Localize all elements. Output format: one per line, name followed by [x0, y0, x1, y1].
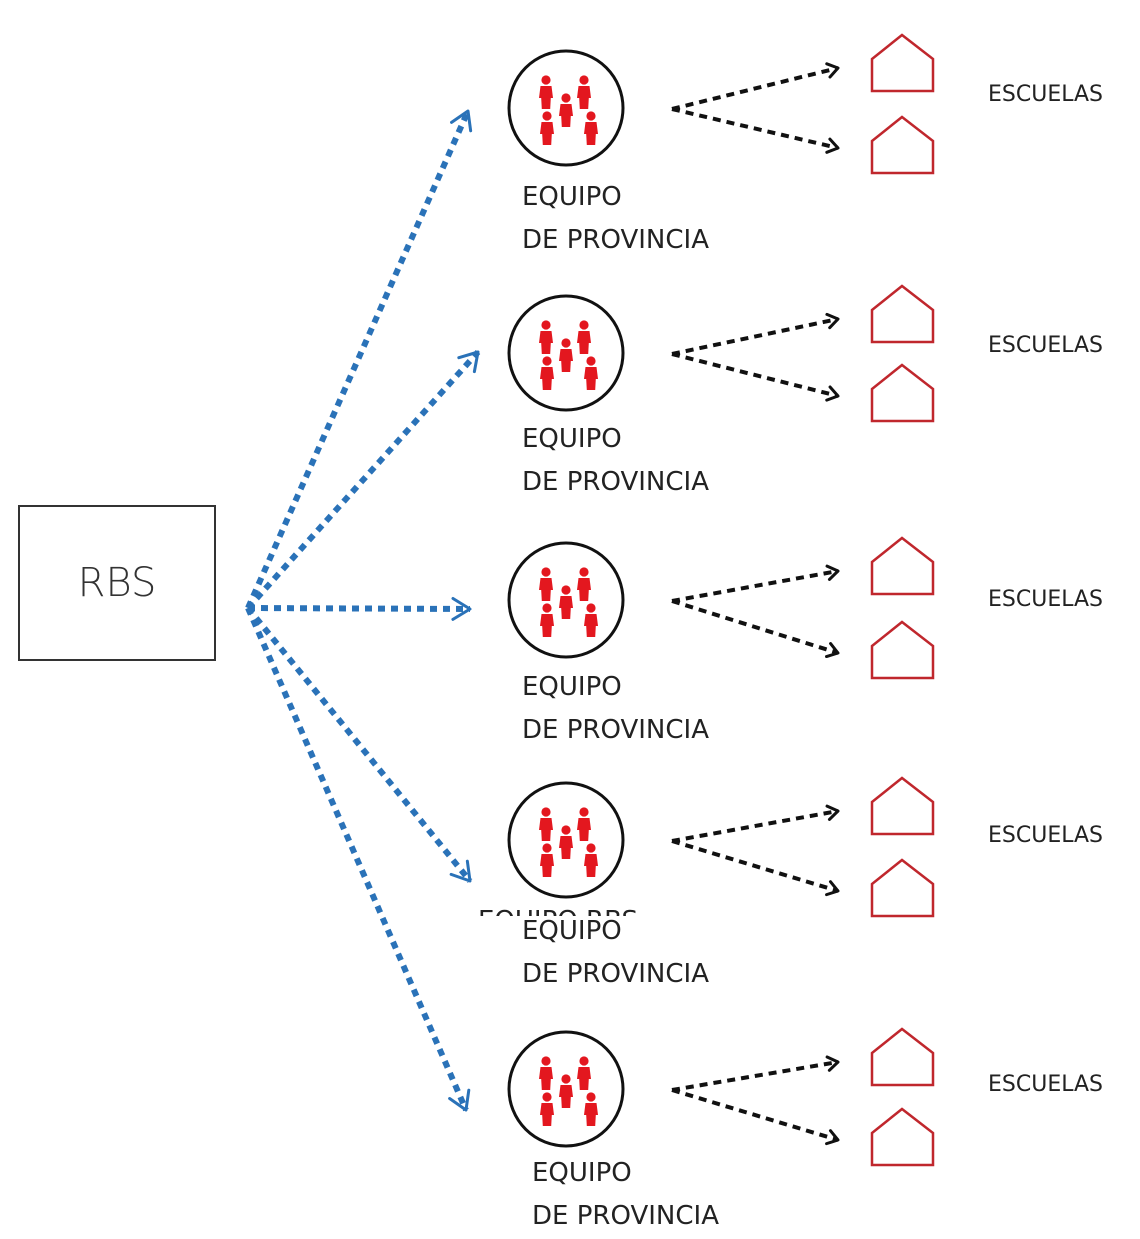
teams-layer [507, 33, 935, 1167]
team-to-school-arrow [671, 809, 839, 843]
black-arrowhead [825, 385, 840, 402]
team-label-line1: EQUIPO [522, 916, 622, 946]
rbs-to-team-arrow [247, 605, 471, 612]
blue-arrowhead [449, 859, 472, 883]
schools-label-5: ESCUELAS [988, 1072, 1104, 1097]
black-arrowhead [825, 312, 840, 330]
house-icon [870, 33, 935, 93]
team-group-1 [507, 33, 935, 175]
team-label-line2: DE PROVINCIA [522, 225, 709, 255]
team-to-school-arrow [671, 599, 839, 655]
team-label-line2: DE PROVINCIA [522, 959, 709, 989]
blue-arrowhead [457, 350, 480, 374]
team-label-line1: EQUIPO [532, 1158, 632, 1188]
house-icon [870, 115, 935, 175]
team-label-5: EQUIPO DE PROVINCIA [532, 1152, 719, 1238]
team-to-school-arrow [671, 107, 839, 150]
team-label-line1: EQUIPO [522, 672, 622, 702]
schools-label-1: ESCUELAS [988, 82, 1104, 107]
team-group-5 [507, 1027, 935, 1167]
black-arrowhead [825, 1055, 840, 1072]
rbs-to-team-arrow [245, 606, 469, 1112]
rbs-to-team-arrow [245, 606, 473, 883]
team-label-line2: DE PROVINCIA [522, 467, 709, 497]
black-arrowhead [825, 642, 840, 659]
black-arrowhead [825, 880, 840, 897]
team-to-school-arrow [671, 66, 839, 111]
team-to-school-arrow [671, 569, 839, 603]
team-label-1: EQUIPO DE PROVINCIA [522, 176, 709, 262]
team-label-line2: DE PROVINCIA [532, 1201, 719, 1231]
house-icon [870, 536, 935, 596]
rbs-node: RBS [18, 505, 216, 661]
house-icon [870, 776, 935, 836]
overlap-text: EQUIPO RBS [478, 906, 638, 916]
house-icon [870, 1027, 935, 1087]
house-icon [870, 363, 935, 423]
schools-label-3: ESCUELAS [988, 587, 1104, 612]
team-to-school-arrow [671, 839, 839, 893]
team-label-2: EQUIPO DE PROVINCIA [522, 418, 709, 504]
blue-arrowhead [448, 1088, 471, 1112]
black-arrowhead [825, 564, 840, 581]
blue-arrowhead [450, 109, 473, 133]
rbs-to-team-arrows [245, 109, 481, 1112]
house-icon [870, 284, 935, 344]
team-label-line1: EQUIPO [522, 182, 622, 212]
team-label-4: EQUIPO DE PROVINCIA [522, 910, 709, 996]
black-arrowhead [825, 62, 840, 79]
rbs-to-team-arrow [245, 349, 481, 611]
team-label-3: EQUIPO DE PROVINCIA [522, 666, 709, 752]
black-arrowhead [825, 137, 840, 154]
team-label-line2: DE PROVINCIA [522, 715, 709, 745]
rbs-to-team-arrow [245, 109, 471, 610]
house-icon [870, 620, 935, 680]
team-group-3 [507, 536, 935, 680]
blue-arrowhead [451, 596, 472, 621]
black-arrowhead [825, 1129, 840, 1146]
team-group-2 [507, 284, 935, 423]
team-to-school-arrow [671, 1088, 839, 1142]
team-group-4 [507, 776, 935, 918]
team-to-school-arrow [671, 317, 839, 356]
black-arrowhead [825, 804, 840, 821]
team-to-school-arrow [671, 352, 839, 398]
house-icon [870, 1107, 935, 1167]
schools-label-2: ESCUELAS [988, 333, 1104, 358]
rbs-label: RBS [77, 560, 157, 606]
team-to-school-arrow [671, 1060, 839, 1092]
schools-label-4: ESCUELAS [988, 823, 1104, 848]
house-icon [870, 858, 935, 918]
team-label-line1: EQUIPO [522, 424, 622, 454]
